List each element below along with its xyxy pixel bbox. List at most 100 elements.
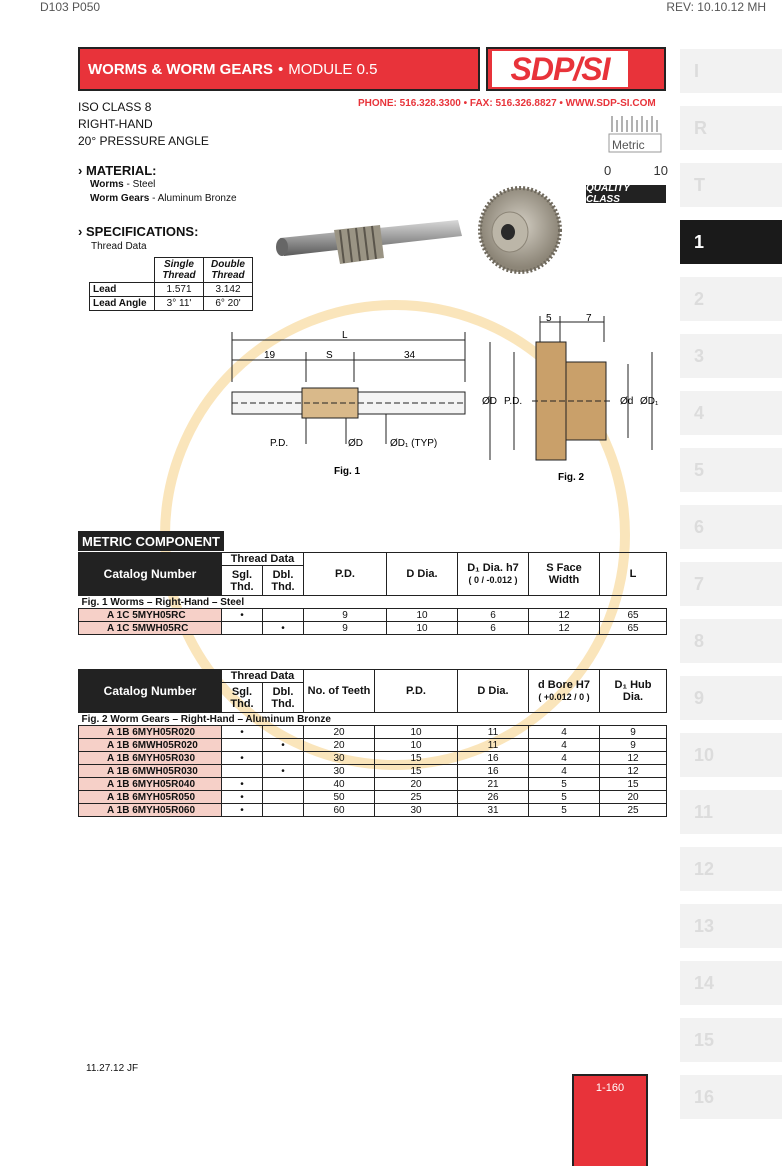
col-bore-label: d Bore H7 (538, 679, 590, 691)
revision-label: REV: 10.10.12 MH (666, 0, 766, 14)
tolerance: ( 0 / -0.012 ) (468, 575, 518, 585)
thread-data-table: Single Thread Double Thread Lead 1.571 3… (89, 257, 253, 311)
cell-bore: 4 (528, 764, 600, 778)
side-tab-15[interactable]: 15 (680, 1018, 782, 1062)
side-tab-7[interactable]: 7 (680, 562, 782, 606)
catalog-number[interactable]: A 1B 6MYH05R020 (78, 725, 222, 739)
spec-line: 20° PRESSURE ANGLE (78, 134, 209, 148)
cell-dbl (262, 751, 304, 765)
side-tab-i[interactable]: I (680, 49, 782, 93)
catalog-number[interactable]: A 1B 6MYH05R060 (78, 803, 222, 817)
cell: 3.142 (203, 282, 253, 297)
quality-class-badge: QUALITY CLASS (586, 183, 666, 205)
worm-gear-table: Catalog Number Thread Data No. of Teeth … (78, 669, 667, 817)
side-tab-5[interactable]: 5 (680, 448, 782, 492)
side-tab-10[interactable]: 10 (680, 733, 782, 777)
col-sgl: Sgl. Thd. (221, 682, 263, 713)
side-tab-14[interactable]: 14 (680, 961, 782, 1005)
cell-d1: 6 (457, 608, 529, 622)
spec-lines: ISO CLASS 8 RIGHT-HAND 20° PRESSURE ANGL… (78, 99, 209, 150)
page-number-tab: 1-160 (572, 1074, 648, 1166)
cell-teeth: 20 (303, 725, 375, 739)
cell-sgl (221, 764, 263, 778)
dim-19: 19 (264, 350, 276, 361)
cell-d: 21 (457, 777, 529, 791)
row-label: Lead Angle (89, 296, 155, 311)
side-tab-6[interactable]: 6 (680, 505, 782, 549)
brand-logo: SDP/SI (486, 47, 666, 91)
side-tab-3[interactable]: 3 (680, 334, 782, 378)
side-tab-t[interactable]: T (680, 163, 782, 207)
cell: 6° 20' (203, 296, 253, 311)
cell: 3° 11' (154, 296, 204, 311)
cell-dbl (262, 803, 304, 817)
catalog-number[interactable]: A 1C 5MWH05RC (78, 621, 222, 635)
catalog-number[interactable]: A 1B 6MYH05R040 (78, 777, 222, 791)
cell-teeth: 20 (303, 738, 375, 752)
cell-pd: 20 (374, 777, 458, 791)
cell-d: 16 (457, 751, 529, 765)
page-title: WORMS & WORM GEARS (88, 60, 273, 78)
cell-sgl: • (221, 725, 263, 739)
col-d1-label: D₁ Dia. h7 (467, 562, 519, 574)
col-d1: D₁ Dia. h7( 0 / -0.012 ) (457, 552, 529, 596)
footer-date: 11.27.12 JF (86, 1063, 139, 1074)
title-bullet: • (278, 60, 284, 78)
material-heading: MATERIAL: (85, 163, 157, 178)
side-tab-1[interactable]: 1 (680, 220, 782, 264)
cell-sgl: • (221, 803, 263, 817)
side-tab-12[interactable]: 12 (680, 847, 782, 891)
catalog-number[interactable]: A 1B 6MYH05R030 (78, 751, 222, 765)
scale-max: 10 (653, 163, 668, 178)
product-photo (276, 186, 562, 274)
row-label: Lead (89, 282, 155, 297)
cell-dbl: • (262, 621, 304, 635)
side-tab-r[interactable]: R (680, 106, 782, 150)
col-single: Single Thread (154, 257, 204, 283)
catalog-number[interactable]: A 1B 6MYH05R050 (78, 790, 222, 804)
cell-teeth: 40 (303, 777, 375, 791)
side-tab-13[interactable]: 13 (680, 904, 782, 948)
worm-table: Catalog Number Thread Data P.D. D Dia. D… (78, 552, 667, 635)
cell-d1: 6 (457, 621, 529, 635)
side-tab-11[interactable]: 11 (680, 790, 782, 834)
cell-bore: 5 (528, 790, 600, 804)
material-section: › MATERIAL: Worms - Steel Worm Gears - A… (78, 163, 237, 206)
cell-bore: 5 (528, 803, 600, 817)
dim-od: ØD (348, 438, 363, 449)
cell-d: 10 (386, 621, 458, 635)
spec-line: ISO CLASS 8 (78, 100, 152, 114)
cell-hub: 9 (599, 725, 667, 739)
col-thread-data: Thread Data (221, 669, 304, 683)
side-tab-2[interactable]: 2 (680, 277, 782, 321)
cell: 1.571 (154, 282, 204, 297)
scale-min: 0 (604, 163, 612, 178)
side-tab-4[interactable]: 4 (680, 391, 782, 435)
dim-L: L (342, 330, 348, 341)
side-tab-16[interactable]: 16 (680, 1075, 782, 1119)
cell-bore: 5 (528, 777, 600, 791)
cell-hub: 25 (599, 803, 667, 817)
technical-drawing: L 19 S 34 P.D. ØD ØD₁ (TYP) Fig. 1 5 7 Ø… (231, 313, 659, 483)
catalog-number[interactable]: A 1B 6MWH05R030 (78, 764, 222, 778)
dim-pd: P.D. (270, 438, 288, 449)
thread-data-label: Thread Data (91, 241, 147, 252)
col-dbl: Dbl. Thd. (262, 565, 304, 596)
dim-od: ØD (482, 396, 497, 407)
table-group-row: Fig. 1 Worms – Right-Hand – Steel (78, 595, 667, 609)
fig1-caption: Fig. 1 (334, 466, 361, 477)
side-tab-8[interactable]: 8 (680, 619, 782, 663)
catalog-number[interactable]: A 1C 5MYH05RC (78, 608, 222, 622)
tolerance: ( +0.012 / 0 ) (538, 692, 590, 702)
side-tab-9[interactable]: 9 (680, 676, 782, 720)
cell-pd: 30 (374, 803, 458, 817)
specifications-heading: SPECIFICATIONS: (85, 224, 199, 239)
cell-pd: 9 (303, 621, 387, 635)
catalog-number[interactable]: A 1B 6MWH05R020 (78, 738, 222, 752)
cell-pd: 15 (374, 764, 458, 778)
cell-sgl (221, 621, 263, 635)
material-value: - Aluminum Bronze (152, 193, 237, 204)
fig1-drawing (231, 332, 466, 444)
